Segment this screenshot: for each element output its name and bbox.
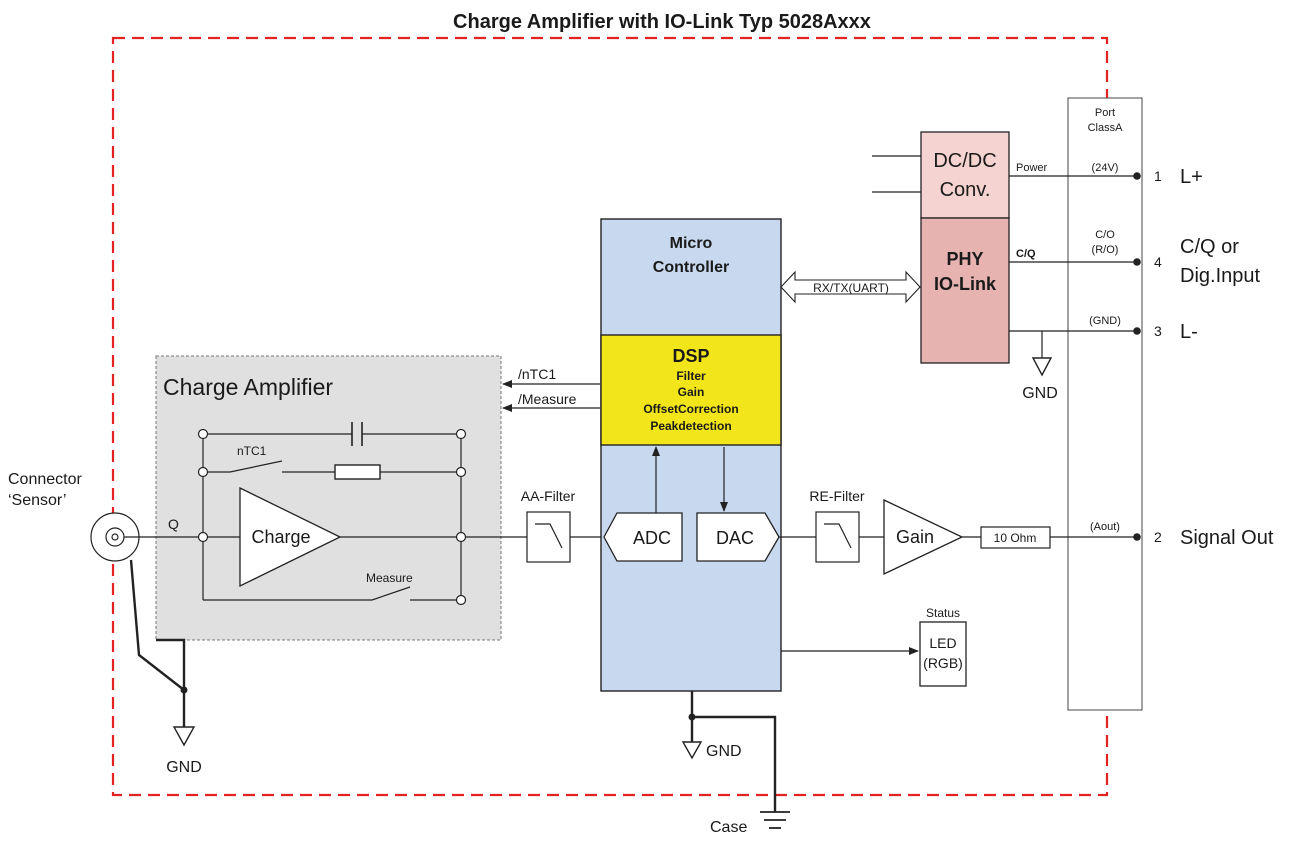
gnd-label-phy: GND <box>1022 385 1058 402</box>
measure-switch <box>371 586 411 601</box>
pin-4-label: C/Q or <box>1180 236 1239 258</box>
port-title-line2: ClassA <box>1088 122 1124 134</box>
dsp-title: DSP <box>672 346 709 366</box>
v24-label: (24V) <box>1092 162 1119 174</box>
re-filter-label: RE-Filter <box>809 488 865 504</box>
uart-arrow <box>780 270 921 304</box>
pin-4-number: 4 <box>1154 254 1162 270</box>
ground-symbol-phy <box>1031 357 1053 377</box>
adc-block <box>603 512 683 562</box>
dac-label: DAC <box>716 528 754 548</box>
status-label: Status <box>926 606 960 620</box>
output-resistor-label: 10 Ohm <box>994 531 1037 545</box>
port-column <box>1067 97 1143 711</box>
ground-symbol-mcu <box>681 741 703 760</box>
pin-1-number: 1 <box>1154 168 1162 184</box>
status-led <box>919 621 967 687</box>
dsp-item-offset: OffsetCorrection <box>643 402 738 416</box>
cq-wire-label: C/Q <box>1016 248 1036 260</box>
measure-signal-label: /Measure <box>518 391 577 407</box>
pin-2-number: 2 <box>1154 529 1162 545</box>
pin-4-label-line2: Dig.Input <box>1180 265 1260 287</box>
status-led-line1: LED <box>929 635 956 651</box>
dac-block <box>696 512 780 562</box>
dsp-item-filter: Filter <box>676 369 706 383</box>
dcdc-converter <box>920 131 1010 219</box>
output-gain-triangle <box>883 498 964 576</box>
circuit-nodes <box>197 428 467 606</box>
diagram-title: Charge Amplifier with IO-Link Typ 5028Ax… <box>453 11 871 33</box>
charge-amplifier-title: Charge Amplifier <box>163 374 333 400</box>
charge-amplifier-block <box>155 355 502 641</box>
gnd-label-left: GND <box>166 759 202 776</box>
case-label: Case <box>710 819 747 836</box>
ro-label: (R/O) <box>1092 244 1119 256</box>
mcu-label-line2: Controller <box>653 259 729 276</box>
measure-switch-label: Measure <box>366 571 413 585</box>
pin-3-number: 3 <box>1154 323 1162 339</box>
dcdc-label-line2: Conv. <box>940 179 991 201</box>
ntc1-switch-label: nTC1 <box>237 444 267 458</box>
port-title-line1: Port <box>1095 107 1115 119</box>
gain-label: Gain <box>896 527 934 547</box>
aout-label: (Aout) <box>1090 521 1120 533</box>
phy-label-line1: PHY <box>946 249 983 269</box>
re-filter <box>815 511 860 563</box>
dsp-block <box>600 334 782 446</box>
phy-iolink <box>920 217 1010 364</box>
coax-connector-pin <box>111 533 119 541</box>
gnd-label-mcu: GND <box>706 743 742 760</box>
uart-label: RX/TX(UART) <box>813 281 889 295</box>
mcu-label-line1: Micro <box>670 235 713 252</box>
charge-amplifier-label: Charge <box>251 527 310 547</box>
dsp-item-peak: Peakdetection <box>650 419 731 433</box>
ntc1-signal-label: /nTC1 <box>518 366 556 382</box>
co-label: C/O <box>1095 229 1115 241</box>
q-label: Q <box>168 516 179 532</box>
status-led-line2: (RGB) <box>923 655 963 671</box>
pin-3-label: L- <box>1180 321 1198 343</box>
pin-1-label: L+ <box>1180 166 1203 188</box>
dcdc-label-line1: DC/DC <box>933 150 996 172</box>
power-label: Power <box>1016 162 1048 174</box>
gnd-wire-label: (GND) <box>1089 315 1121 327</box>
connector-label-line1: Connector <box>8 471 82 488</box>
phy-label-line2: IO-Link <box>934 274 997 294</box>
charge-amplifier-triangle <box>239 486 342 588</box>
feedback-resistor <box>334 464 381 480</box>
adc-label: ADC <box>633 528 671 548</box>
aa-filter <box>526 511 571 563</box>
ntc1-switch <box>229 460 283 473</box>
microcontroller-block <box>600 218 782 692</box>
aa-filter-label: AA-Filter <box>521 488 576 504</box>
connector-label-line2: ‘Sensor’ <box>8 492 66 509</box>
pin-2-label: Signal Out <box>1180 527 1274 549</box>
ground-symbol-left <box>172 726 196 747</box>
dsp-item-gain: Gain <box>678 385 705 399</box>
